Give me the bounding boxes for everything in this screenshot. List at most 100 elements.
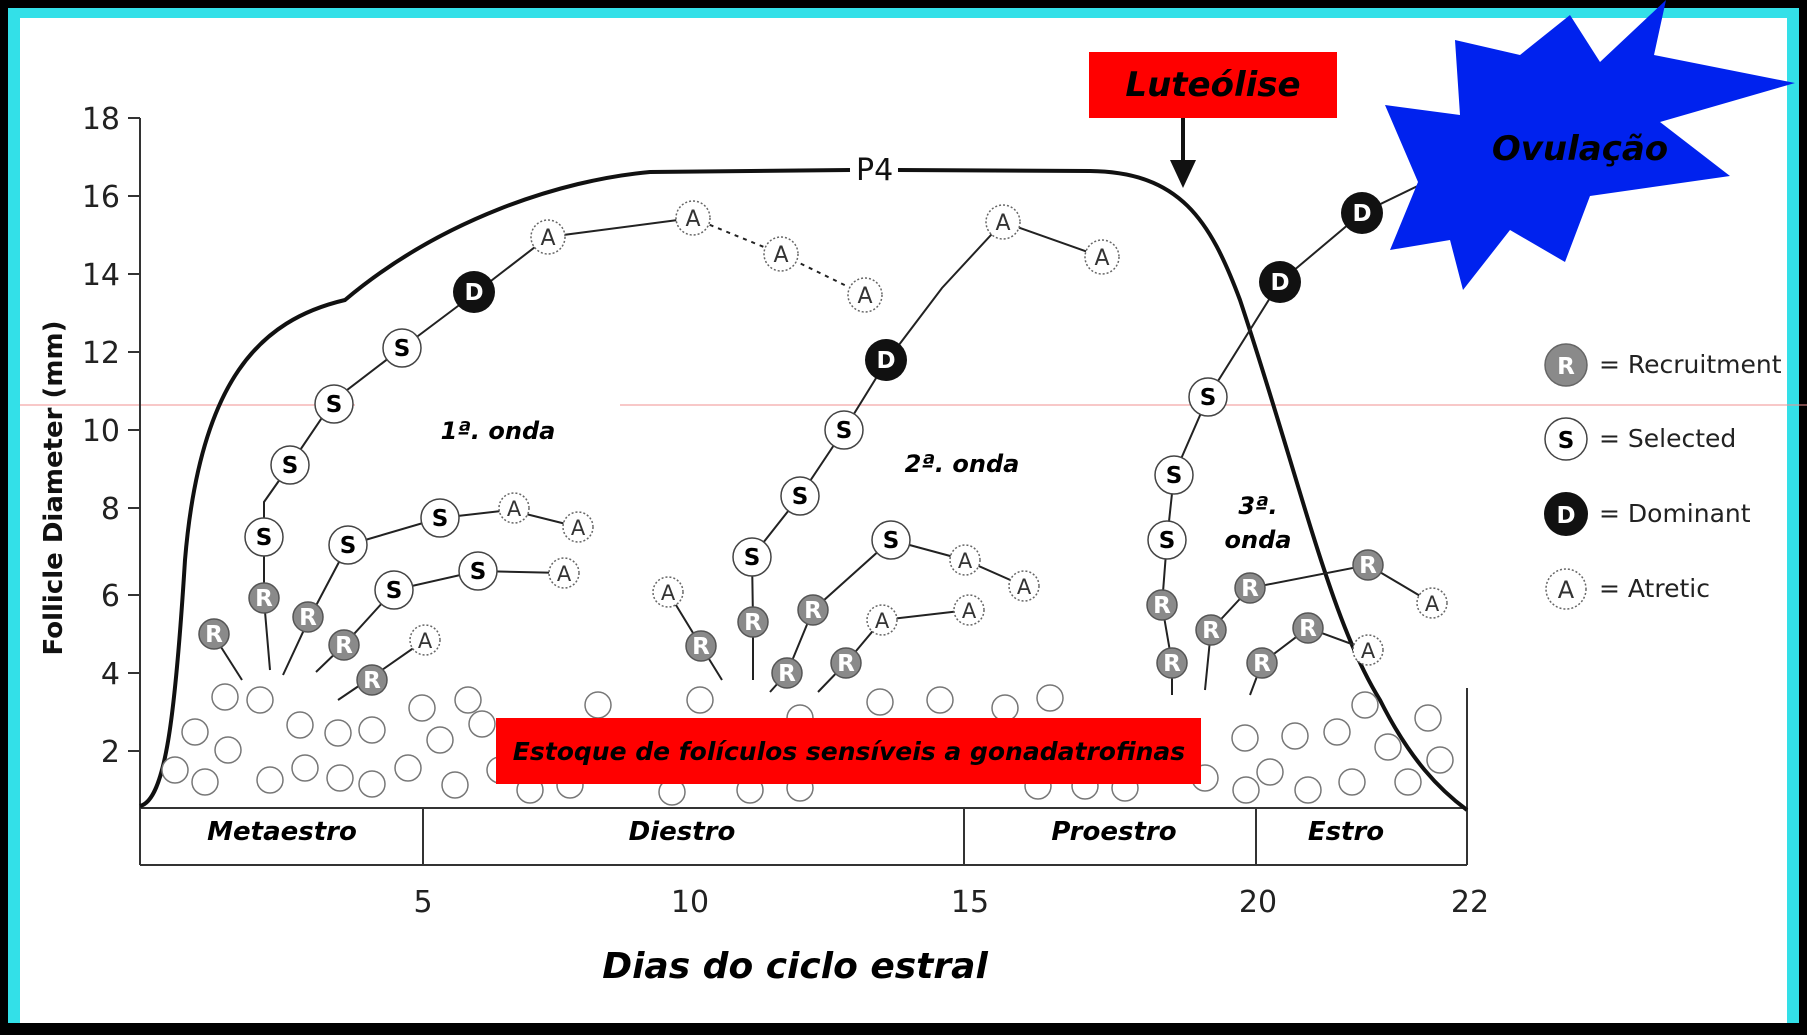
legend-letter-s: S xyxy=(1558,428,1575,454)
follicle-atretic: A xyxy=(675,200,711,236)
follicle-dominant: D xyxy=(1341,192,1383,234)
follicle-recruitment: R xyxy=(1292,612,1324,644)
y-tick-labels: 18 16 14 12 10 8 6 4 2 xyxy=(82,102,120,770)
svg-text:R: R xyxy=(1359,553,1377,579)
svg-text:R: R xyxy=(1299,616,1317,642)
svg-text:S: S xyxy=(470,559,487,585)
svg-text:S: S xyxy=(1159,528,1176,554)
recruitment-icon xyxy=(1544,343,1588,387)
follicle-atretic: A xyxy=(652,576,684,608)
legend-item-atretic: A = Atretic xyxy=(1545,568,1710,610)
svg-text:S: S xyxy=(792,484,809,510)
legend: R = Recruitment S = Selected D = Dominan… xyxy=(1544,343,1782,610)
follicle-recruitment: R xyxy=(1156,647,1188,679)
svg-text:A: A xyxy=(995,211,1010,236)
follicle-selected: S xyxy=(314,384,354,424)
follicle-atretic: A xyxy=(1084,239,1120,275)
svg-text:S: S xyxy=(836,418,853,444)
x-tick-20: 20 xyxy=(1239,885,1277,920)
follicle-atretic: A xyxy=(949,544,981,576)
legend-letter-a: A xyxy=(1558,576,1575,604)
svg-text:A: A xyxy=(958,549,973,573)
svg-text:R: R xyxy=(778,661,796,687)
svg-text:R: R xyxy=(1153,593,1171,619)
follicle-selected: S xyxy=(328,525,368,565)
follicle-atretic: A xyxy=(530,219,566,255)
y-tick-12: 12 xyxy=(82,336,120,371)
follicle-recruitment: R xyxy=(328,629,360,661)
follicle-recruitment: R xyxy=(1146,589,1178,621)
svg-text:D: D xyxy=(876,348,895,374)
follicle-atretic: A xyxy=(953,594,985,626)
svg-text:A: A xyxy=(962,599,977,623)
legend-label-recruitment: = Recruitment xyxy=(1599,350,1782,379)
svg-text:R: R xyxy=(299,605,317,631)
luteolysis-text: Luteólise xyxy=(1125,65,1300,105)
follicle-selected: S xyxy=(824,410,864,450)
y-tick-6: 6 xyxy=(101,579,120,614)
legend-item-dominant: D = Dominant xyxy=(1544,492,1751,536)
follicle-selected: S xyxy=(270,445,310,485)
x-tick-labels: 5 10 15 20 22 xyxy=(413,885,1489,920)
phase-band xyxy=(139,688,1468,866)
follicle-selected: S xyxy=(780,476,820,516)
svg-text:D: D xyxy=(464,280,483,306)
follicle-recruitment: R xyxy=(1234,572,1266,604)
follicle-selected: S xyxy=(1147,520,1187,560)
svg-text:R: R xyxy=(1163,651,1181,677)
svg-text:R: R xyxy=(744,610,762,636)
follicle-selected: S xyxy=(458,551,498,591)
follicle-recruitment: R xyxy=(797,594,829,626)
follicle-recruitment: R xyxy=(1352,549,1384,581)
x-tick-5: 5 xyxy=(413,885,432,920)
svg-text:A: A xyxy=(1094,246,1109,271)
follicle-atretic: A xyxy=(562,511,594,543)
svg-text:A: A xyxy=(875,609,890,633)
svg-text:A: A xyxy=(540,226,555,251)
wave-3-label-line2: onda xyxy=(1225,526,1292,554)
svg-text:A: A xyxy=(773,243,788,268)
follicle-selected: S xyxy=(1188,377,1228,417)
svg-text:S: S xyxy=(744,545,761,571)
svg-text:S: S xyxy=(883,528,900,554)
svg-text:R: R xyxy=(363,668,381,694)
legend-item-selected: S = Selected xyxy=(1544,417,1736,461)
y-tick-14: 14 xyxy=(82,258,120,293)
svg-text:A: A xyxy=(507,497,522,521)
svg-text:A: A xyxy=(1425,592,1440,616)
svg-text:R: R xyxy=(804,598,822,624)
legend-letter-d: D xyxy=(1556,503,1575,529)
svg-text:R: R xyxy=(255,586,273,612)
y-tick-4: 4 xyxy=(101,657,120,692)
follicle-dominant: D xyxy=(453,271,495,313)
svg-text:S: S xyxy=(386,578,403,604)
follicle-atretic: A xyxy=(847,277,883,313)
dominant-icon xyxy=(1544,492,1588,536)
svg-text:A: A xyxy=(571,516,586,540)
wave-1-label: 1ª. onda xyxy=(441,417,556,445)
phase-metaestro: Metaestro xyxy=(207,817,357,847)
svg-text:S: S xyxy=(256,525,273,551)
wave-3-label-line1: 3ª. xyxy=(1238,492,1277,520)
follicle-selected: S xyxy=(732,537,772,577)
p4-curve-right xyxy=(897,168,1469,812)
follicle-atretic: A xyxy=(985,204,1021,240)
svg-text:R: R xyxy=(1241,576,1259,602)
follicle-recruitment: R xyxy=(248,582,280,614)
follicle-recruitment: R xyxy=(830,647,862,679)
svg-text:S: S xyxy=(432,506,449,532)
y-tick-8: 8 xyxy=(101,492,120,527)
x-tick-10: 10 xyxy=(671,885,709,920)
follicle-recruitment: R xyxy=(1246,647,1278,679)
svg-text:R: R xyxy=(837,651,855,677)
svg-text:S: S xyxy=(1166,463,1183,489)
svg-text:A: A xyxy=(418,629,433,653)
svg-text:A: A xyxy=(1017,575,1032,599)
follicle-selected: S xyxy=(420,498,460,538)
y-tick-18: 18 xyxy=(82,102,120,137)
follicle-selected: S xyxy=(374,570,414,610)
follicle-atretic: A xyxy=(763,236,799,272)
follicle-atretic: A xyxy=(866,604,898,636)
